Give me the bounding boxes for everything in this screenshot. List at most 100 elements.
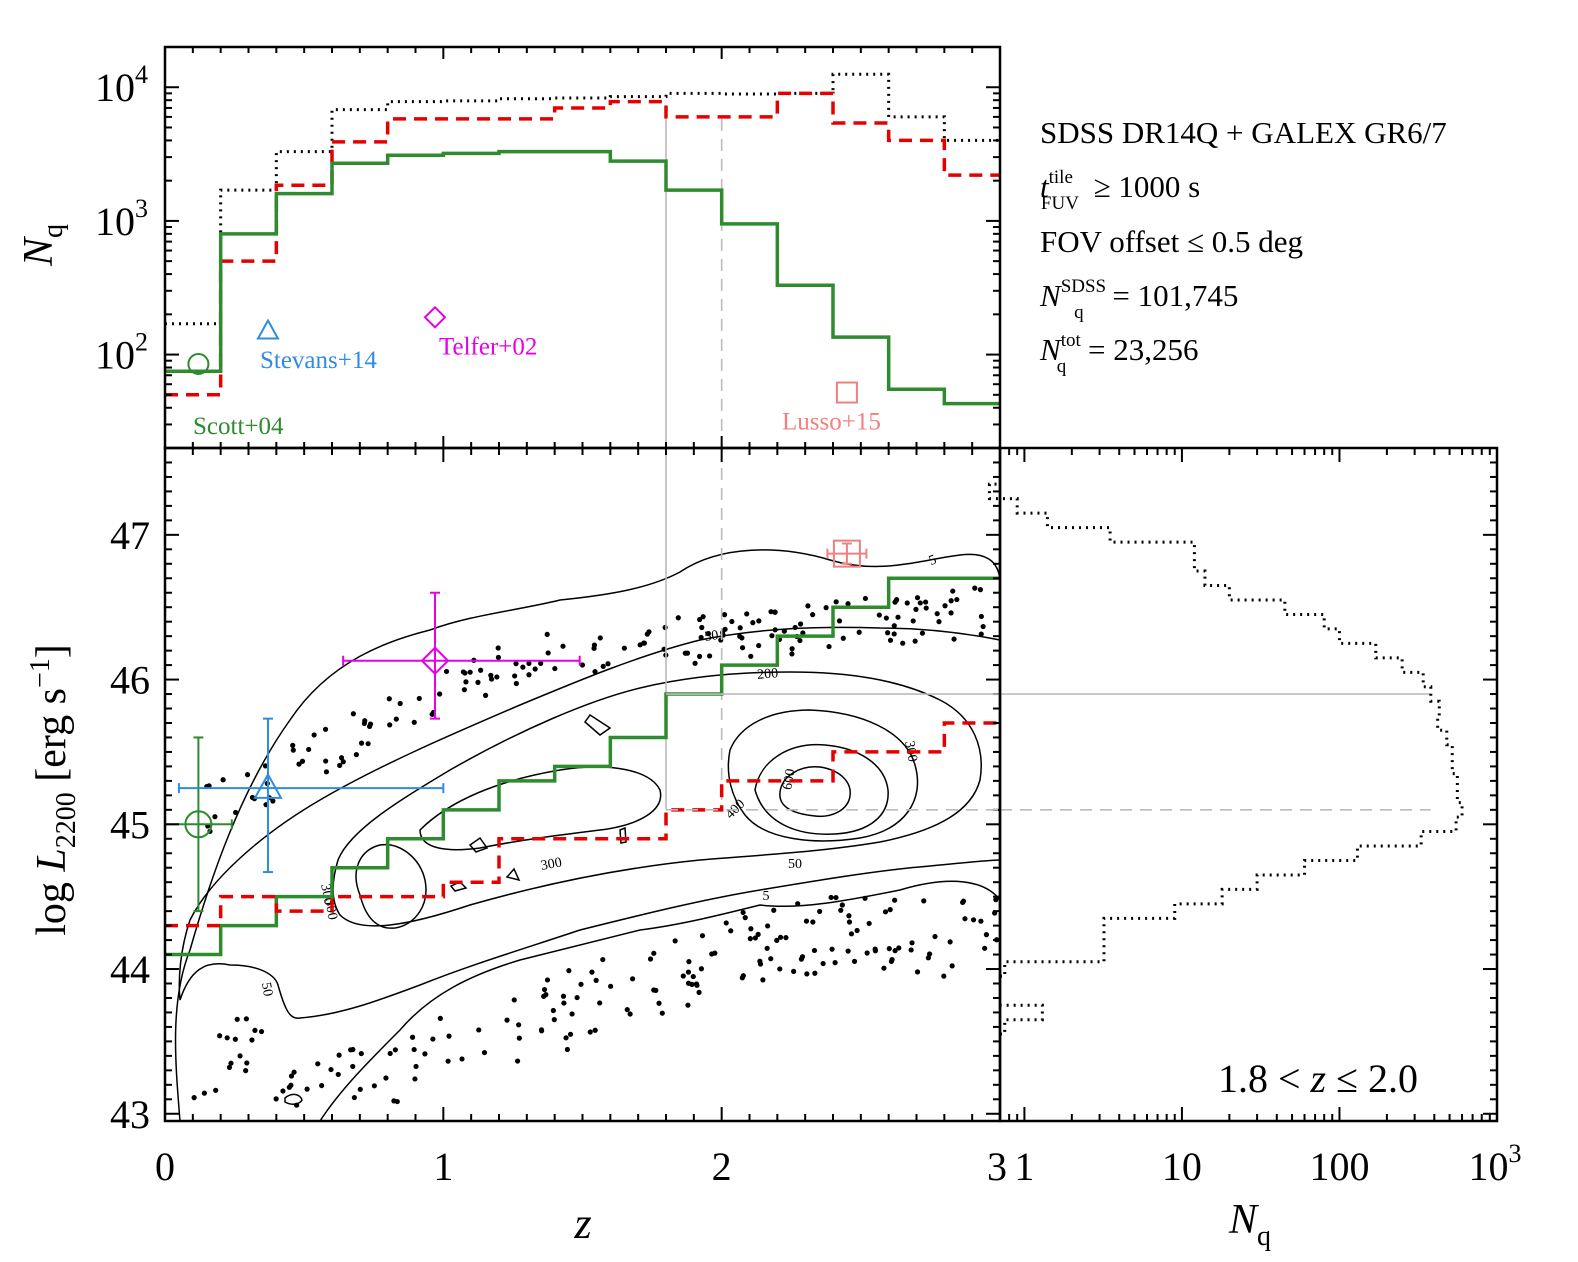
tick-exponent: 3 — [1509, 1139, 1522, 1168]
scatter-point — [328, 1066, 334, 1073]
scatter-point — [335, 1071, 341, 1078]
tick-exponent: 2 — [135, 328, 148, 357]
scatter-point — [896, 945, 902, 951]
scatter-point — [592, 669, 598, 675]
scatter-point — [600, 956, 606, 963]
scatter-point — [978, 613, 984, 620]
scatter-point — [978, 631, 984, 637]
top-scott-04-label: Scott+04 — [193, 413, 284, 440]
scatter-point — [541, 993, 547, 999]
contour-level-label: 50 — [258, 981, 275, 997]
scatter-point — [792, 624, 798, 631]
right-x-tick-label: 100 — [1309, 1144, 1369, 1189]
scatter-point — [789, 651, 795, 657]
scatter-point — [891, 623, 897, 629]
density-contour-line — [419, 766, 662, 851]
scatter-point — [913, 606, 919, 612]
scatter-point — [756, 618, 762, 624]
scatter-point — [286, 1084, 292, 1090]
scatter-point — [593, 977, 599, 983]
scatter-point — [993, 897, 999, 903]
scatter-point — [932, 933, 938, 940]
scatter-point — [900, 640, 906, 646]
scatter-point — [797, 637, 803, 644]
scatter-point — [600, 663, 606, 669]
scatter-point — [393, 716, 399, 722]
y-tick-label: 47 — [110, 513, 150, 558]
scatter-point — [430, 1036, 436, 1042]
scatter-point — [737, 625, 743, 631]
scatter-point — [908, 947, 914, 953]
scatter-point — [232, 1036, 238, 1042]
top-stevans-14-marker — [256, 318, 280, 340]
tick-base: 10 — [95, 199, 135, 244]
scatter-point — [563, 1035, 569, 1041]
scatter-point — [941, 973, 947, 979]
scatter-point — [728, 928, 734, 934]
scatter-point — [836, 618, 843, 624]
scatter-point — [244, 772, 251, 778]
scatter-point — [306, 746, 312, 753]
scatter-point — [696, 989, 702, 995]
scatter-point — [647, 956, 654, 962]
y-label-log: log — [29, 872, 75, 936]
scatter-point — [739, 635, 745, 641]
scatter-point — [212, 814, 218, 820]
scatter-point — [273, 1096, 279, 1102]
scatter-point — [243, 1016, 249, 1022]
scatter-point — [294, 1102, 300, 1108]
top-stevans-14-label: Stevans+14 — [260, 347, 377, 374]
contour-level-label: 50 — [704, 628, 720, 645]
tick-base: 10 — [1162, 1144, 1202, 1189]
scatter-point — [258, 1028, 265, 1035]
top-telfer-02-marker — [423, 305, 447, 329]
scatter-point — [516, 1035, 522, 1041]
scatter-point — [692, 660, 698, 666]
scatter-point — [739, 645, 746, 651]
scatter-point — [409, 1034, 416, 1040]
density-contour-line — [505, 867, 521, 882]
scatter-point — [948, 610, 954, 616]
y-tick-label: 44 — [110, 947, 150, 992]
telfer-02-marker — [420, 646, 450, 676]
tick-base: 100 — [1309, 1144, 1369, 1189]
scatter-point — [752, 935, 758, 941]
annot-subscript: FUV — [1041, 193, 1079, 214]
scatter-point — [348, 1047, 354, 1053]
scatter-point — [699, 624, 705, 631]
y-label-unit-sup: −1 — [25, 658, 56, 688]
top-panel: Scott+04Stevans+14Telfer+02Lusso+1510210… — [16, 45, 1447, 450]
scatter-point — [244, 1060, 250, 1066]
scatter-point — [777, 966, 783, 972]
scatter-point — [411, 719, 417, 725]
scatter-point — [709, 951, 715, 957]
density-contour-line — [332, 671, 982, 927]
scatter-point — [977, 587, 984, 593]
scatter-point — [597, 635, 603, 641]
scatter-point — [357, 1086, 363, 1092]
contour-level-label: 300 — [540, 855, 563, 873]
scatter-point — [888, 958, 895, 965]
scatter-point — [520, 664, 526, 670]
scatter-point — [826, 643, 832, 650]
scatter-point — [467, 669, 473, 675]
scatter-point — [680, 973, 686, 979]
right-x-tick-label: 10 — [1162, 1144, 1202, 1189]
scatter-point — [446, 1033, 452, 1039]
annot-symbol: N — [1039, 332, 1063, 367]
scatter-point — [437, 1015, 443, 1021]
y-label-sub: q — [38, 224, 69, 238]
scatter-point — [243, 1068, 249, 1074]
scatter-point — [560, 993, 567, 999]
scatter-point — [805, 603, 811, 609]
scatter-point — [651, 987, 657, 993]
annot-symbol: t — [1040, 169, 1050, 204]
top-scott-04-marker — [187, 353, 210, 376]
scatter-point — [532, 666, 538, 672]
luminosity-histogram — [987, 482, 1464, 1036]
tick-base: 10 — [1469, 1144, 1509, 1189]
scatter-point — [296, 761, 302, 767]
legend-annotation-line: SDSS DR14Q + GALEX GR6/7 — [1040, 115, 1447, 150]
scatter-point — [397, 700, 403, 707]
